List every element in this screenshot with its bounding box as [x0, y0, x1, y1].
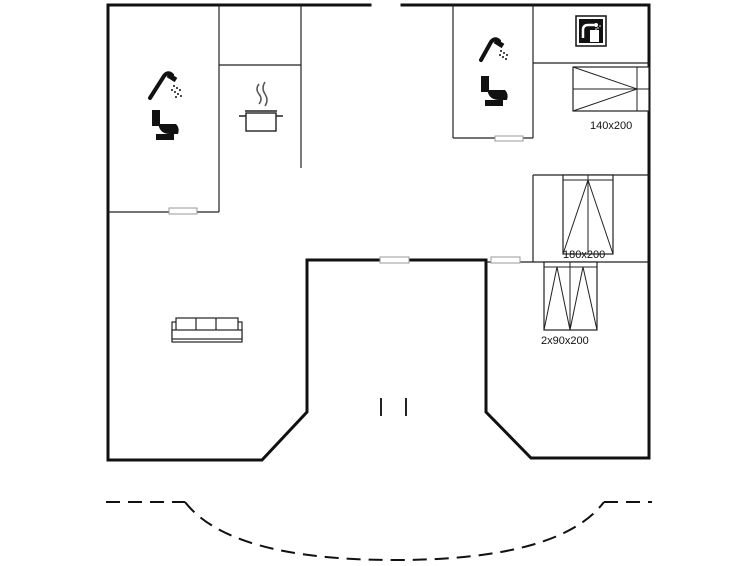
door-right-bath: [494, 135, 524, 142]
bed-180x200: [562, 174, 614, 255]
bed-label-1: 140x200: [590, 120, 632, 132]
terrace-outline: [106, 501, 652, 562]
toilet-icon: [481, 76, 508, 106]
shower-icon: [148, 71, 182, 100]
door-left-bath: [168, 207, 198, 215]
bed-140x200: [572, 66, 650, 112]
bed-label-3: 2x90x200: [541, 335, 589, 347]
shower-cabin-icon: [575, 15, 607, 47]
bed-2x90x200: [543, 261, 598, 331]
sofa-icon: [171, 317, 243, 343]
door-bedroom-3: [490, 256, 521, 264]
cooking-pot-icon: [239, 81, 283, 132]
toilet-icon: [152, 110, 179, 140]
shower-icon: [479, 37, 508, 62]
bed-label-2: 180x200: [563, 249, 605, 261]
door-hall: [379, 256, 410, 264]
doors: [168, 135, 524, 416]
